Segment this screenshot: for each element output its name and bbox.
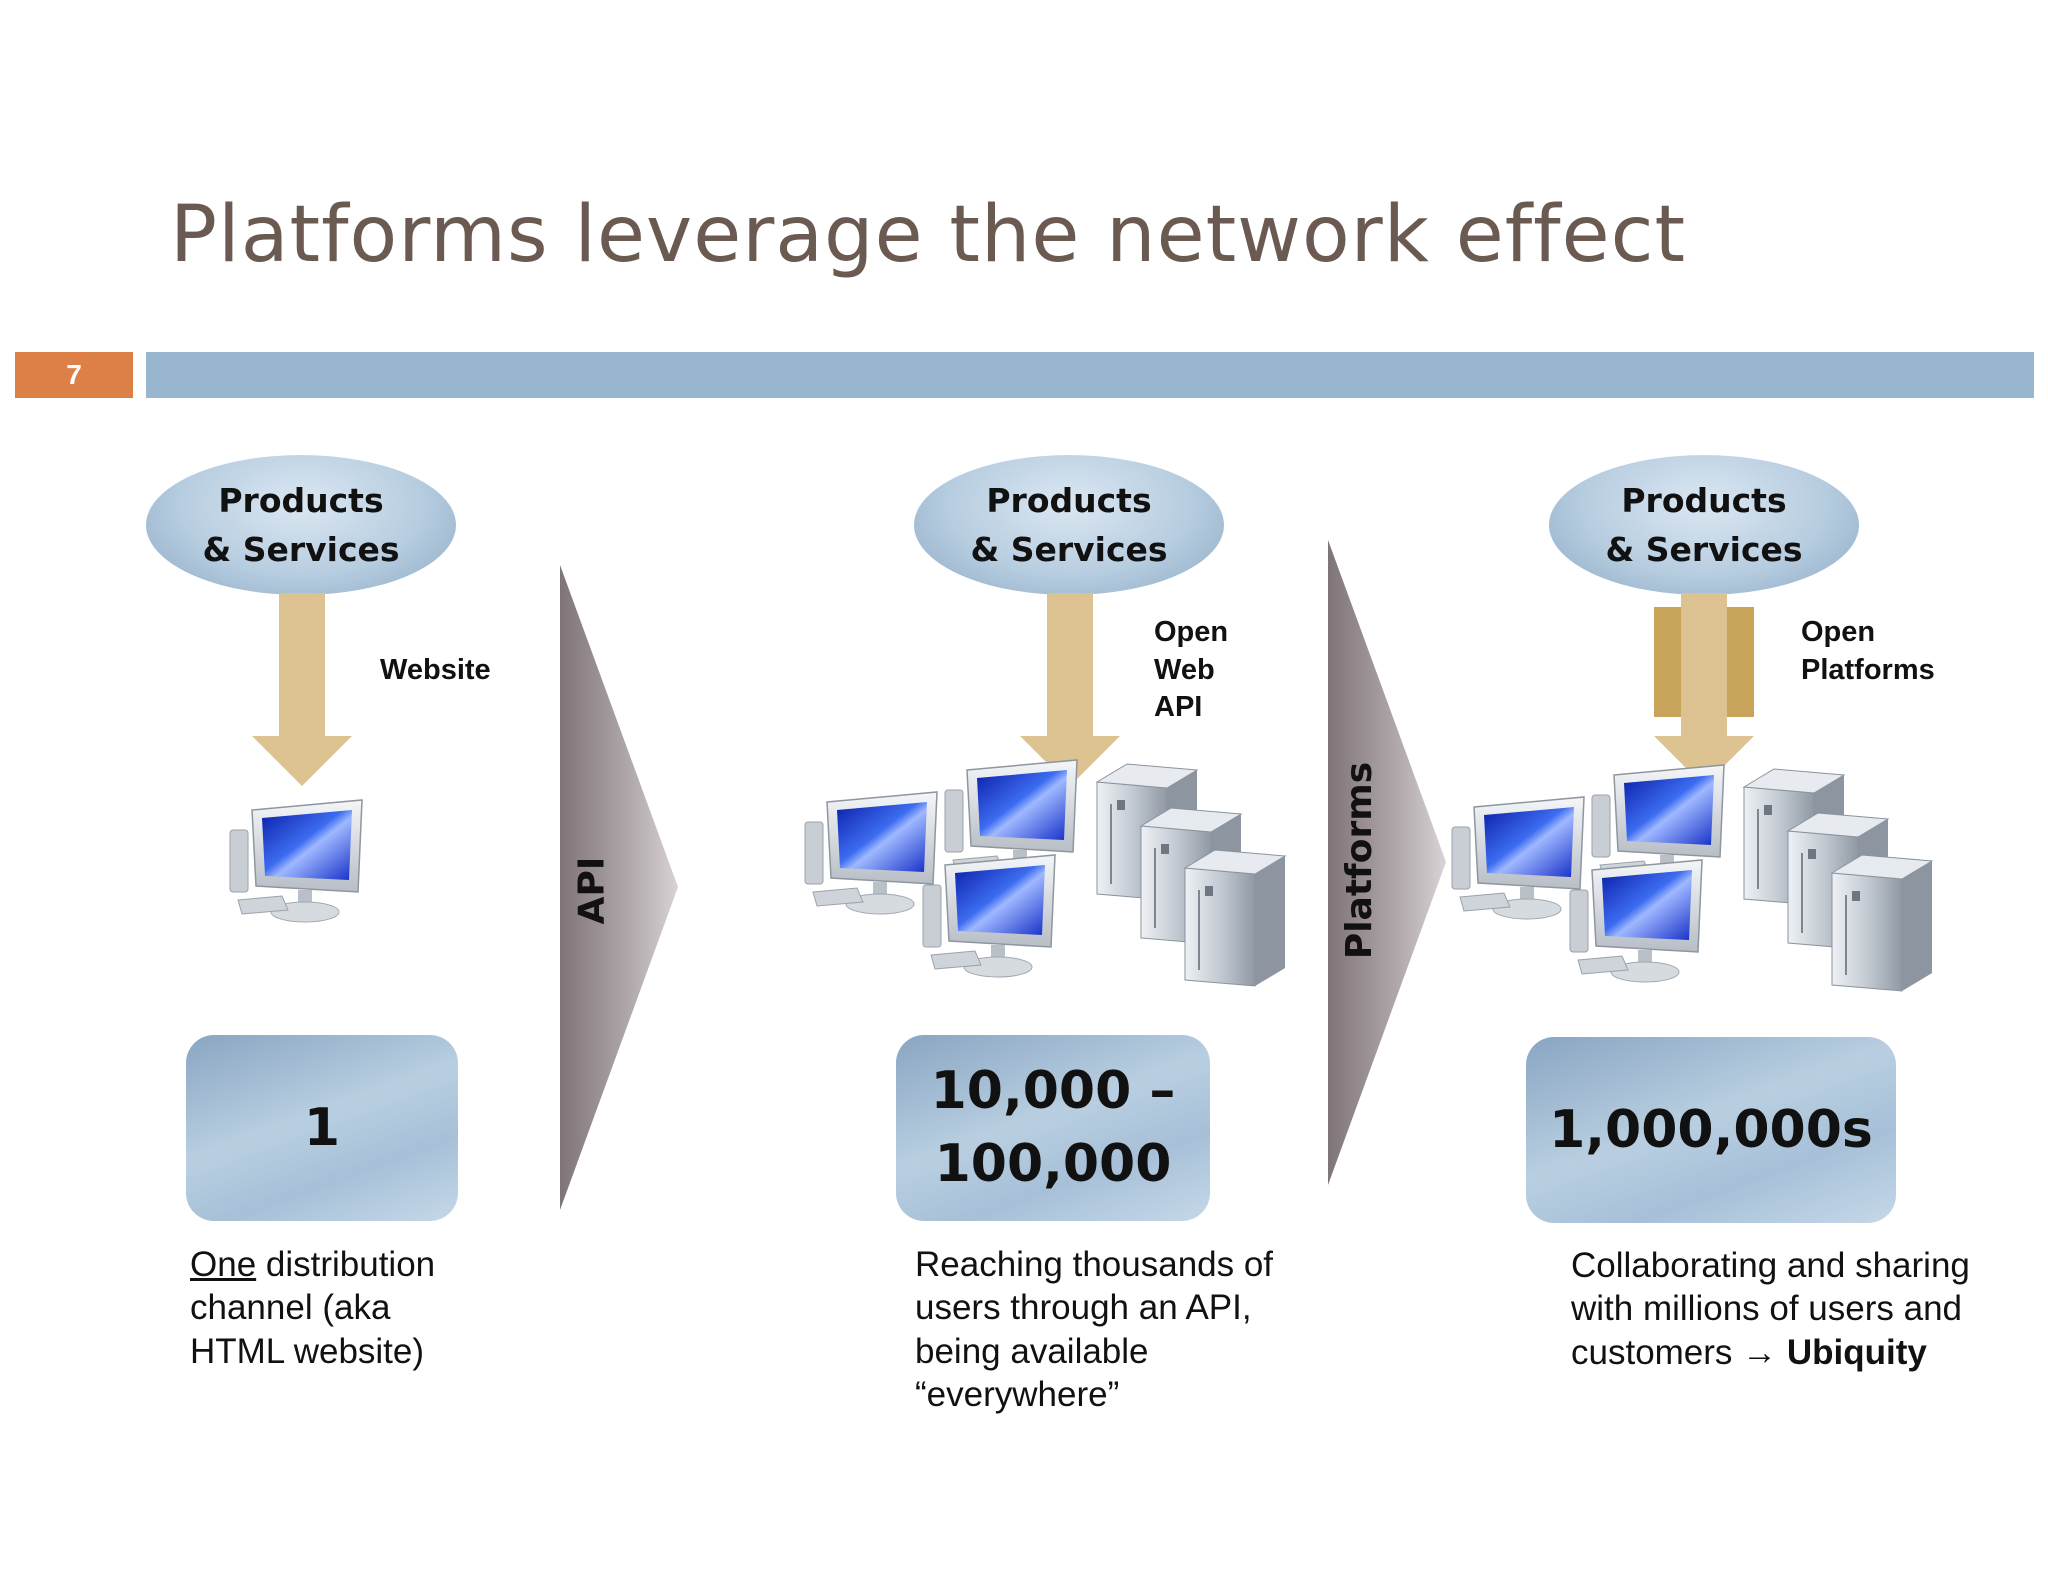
transition-label-platforms: Platforms xyxy=(1339,761,1381,959)
slide-number: 7 xyxy=(15,352,133,398)
ellipse-label-line1: Products xyxy=(986,480,1152,520)
right-arrow-icon: → xyxy=(1742,1332,1778,1372)
desktop-computer-icon xyxy=(1569,859,1703,983)
description-emphasis: Ubiquity xyxy=(1786,1332,1927,1372)
server-tower-icon xyxy=(1831,854,1933,992)
channel-label-open-web-api: Open Web API xyxy=(1154,614,1228,727)
products-services-ellipse-3: Products & Services xyxy=(1549,455,1859,595)
ellipse-label-line1: Products xyxy=(218,480,384,520)
desktop-computer-icon xyxy=(804,791,938,915)
channel-label-line3: API xyxy=(1154,691,1203,724)
down-arrow-1 xyxy=(252,593,352,786)
ellipse-label-line2: & Services xyxy=(202,530,400,569)
slide-title: Platforms leverage the network effect xyxy=(170,190,1687,280)
desktop-computer-icon xyxy=(1451,796,1585,920)
transition-chevron-api xyxy=(560,565,678,1210)
desktop-computer-icon xyxy=(922,854,1056,978)
network-cluster-3 xyxy=(1451,764,1933,992)
title-divider-bar xyxy=(146,352,2034,398)
down-arrow-3 xyxy=(1654,593,1754,786)
transition-label-wrap-api: API xyxy=(552,856,632,924)
reach-count: 1,000,000s xyxy=(1549,1100,1873,1160)
ellipse-label-line1: Products xyxy=(1621,480,1787,520)
server-tower-icon xyxy=(1184,849,1286,987)
channel-label-open-platforms: Open Platforms xyxy=(1801,614,1935,689)
reach-count-box-1: 1 xyxy=(186,1035,458,1221)
reach-count: 1 xyxy=(303,1098,341,1158)
desktop-computer-icon xyxy=(229,799,363,923)
ellipse-label-line2: & Services xyxy=(1605,530,1803,569)
transition-label-wrap-platforms: Platforms xyxy=(1320,761,1400,958)
stage-description-3: Collaborating and sharing with millions … xyxy=(1571,1244,1991,1374)
channel-label-line1: Open xyxy=(1801,616,1876,648)
reach-count-line2: 100,000 xyxy=(934,1134,1172,1194)
transition-label-api: API xyxy=(571,856,613,924)
products-services-ellipse-1: Products & Services xyxy=(146,455,456,595)
ellipse-label-line2: & Services xyxy=(970,530,1168,569)
network-cluster-2 xyxy=(804,759,1286,987)
description-text: distribution channel (aka HTML website) xyxy=(190,1245,436,1371)
products-services-ellipse-2: Products & Services xyxy=(914,455,1224,595)
transition-chevron-platforms xyxy=(1328,540,1446,1185)
channel-label-line2: Web xyxy=(1154,653,1215,686)
down-arrow-2 xyxy=(1020,593,1120,786)
reach-count-box-3: 1,000,000s xyxy=(1526,1037,1896,1223)
description-emphasis: One xyxy=(190,1245,257,1284)
stage-description-1: One distribution channel (aka HTML websi… xyxy=(190,1243,490,1373)
channel-label-website: Website xyxy=(380,654,491,686)
stage-description-2: Reaching thousands of users through an A… xyxy=(915,1245,1274,1415)
description-text: Collaborating and sharing with millions … xyxy=(1571,1246,1970,1372)
reach-count-box-2: 10,000 – 100,000 xyxy=(896,1035,1210,1221)
channel-label-line1: Open xyxy=(1154,616,1229,648)
channel-label-line2: Platforms xyxy=(1801,653,1935,686)
reach-count-line1: 10,000 – xyxy=(930,1061,1176,1122)
